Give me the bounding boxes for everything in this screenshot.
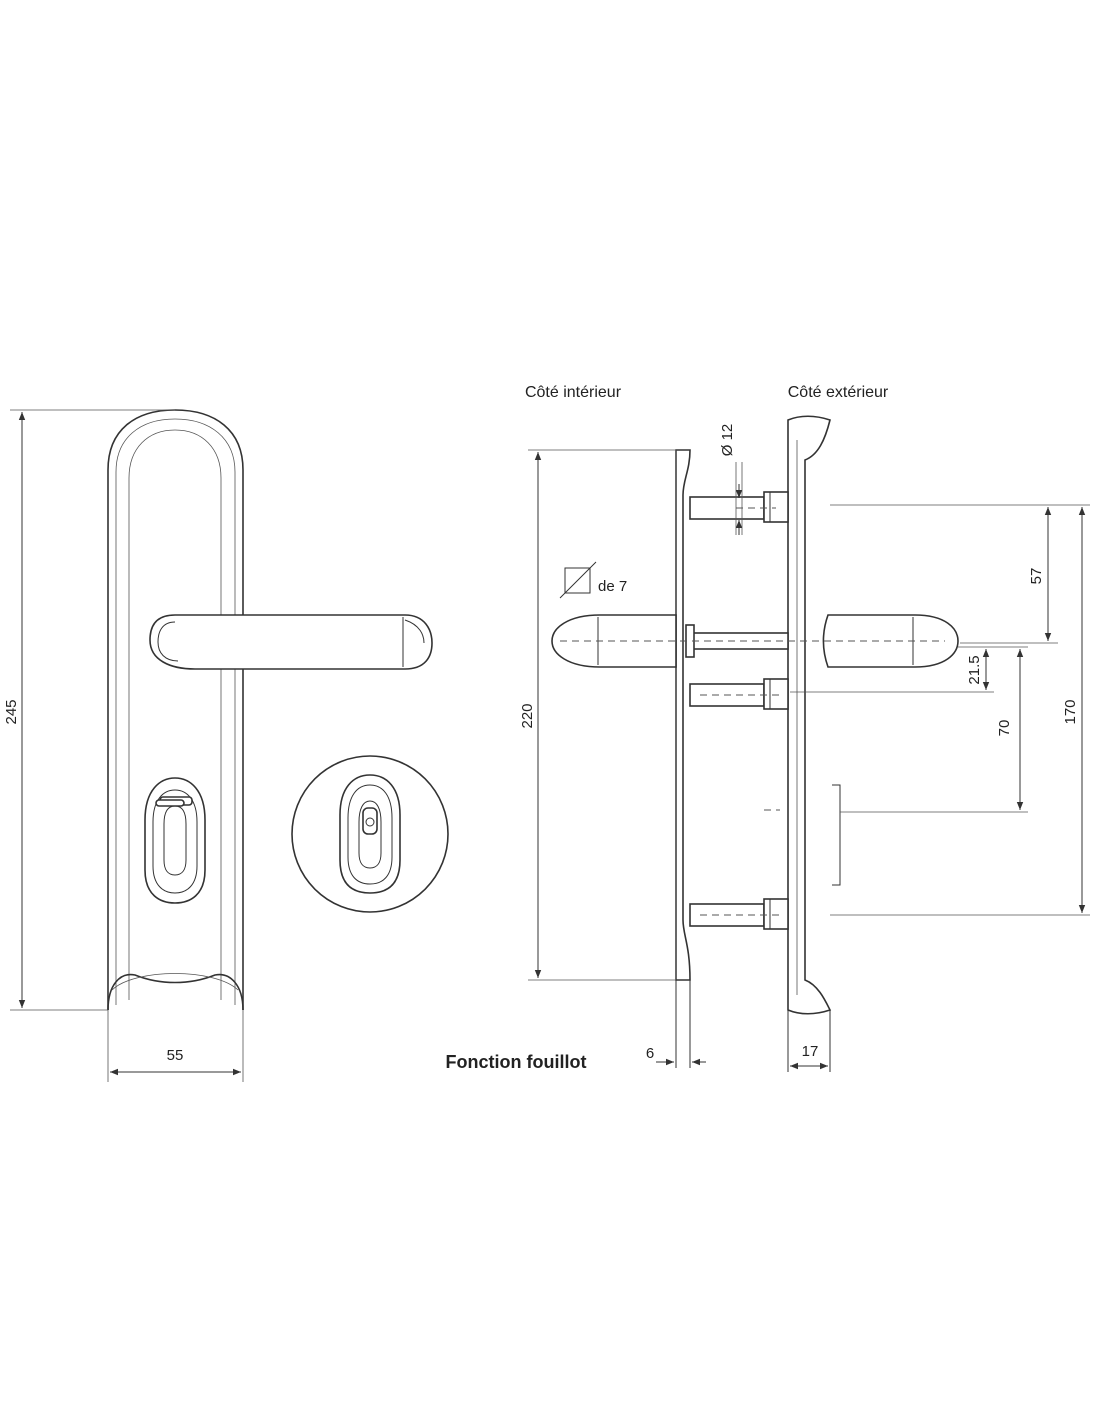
label-square: de 7	[598, 578, 627, 595]
front-lever-handle	[149, 614, 433, 670]
dim-170: 170	[1062, 699, 1079, 724]
dim-17: 17	[802, 1043, 819, 1060]
label-cote-exterieur: Côté extérieur	[788, 384, 889, 401]
dim-6: 6	[646, 1045, 654, 1062]
caption-fonction: Fonction fouillot	[446, 1052, 587, 1072]
dim-diameter-12: Ø 12	[719, 424, 736, 457]
dim-57: 57	[1028, 568, 1045, 585]
dim-70: 70	[996, 720, 1013, 737]
spacer-top	[689, 491, 789, 523]
spacer-bottom	[689, 898, 789, 930]
front-cylinder	[144, 777, 206, 904]
label-cote-interieur: Côté intérieur	[525, 384, 622, 401]
side-view: Côté intérieur Côté extérieur	[519, 384, 1090, 1072]
dim-21-5: 21.5	[966, 655, 983, 684]
spacer-mid	[689, 678, 789, 710]
dim-245: 245	[3, 699, 20, 724]
front-plate-view: 245 55	[3, 409, 433, 1082]
square-symbol	[559, 561, 597, 599]
dim-55: 55	[167, 1047, 184, 1064]
dim-220: 220	[519, 703, 536, 728]
rosette-view	[291, 755, 449, 913]
